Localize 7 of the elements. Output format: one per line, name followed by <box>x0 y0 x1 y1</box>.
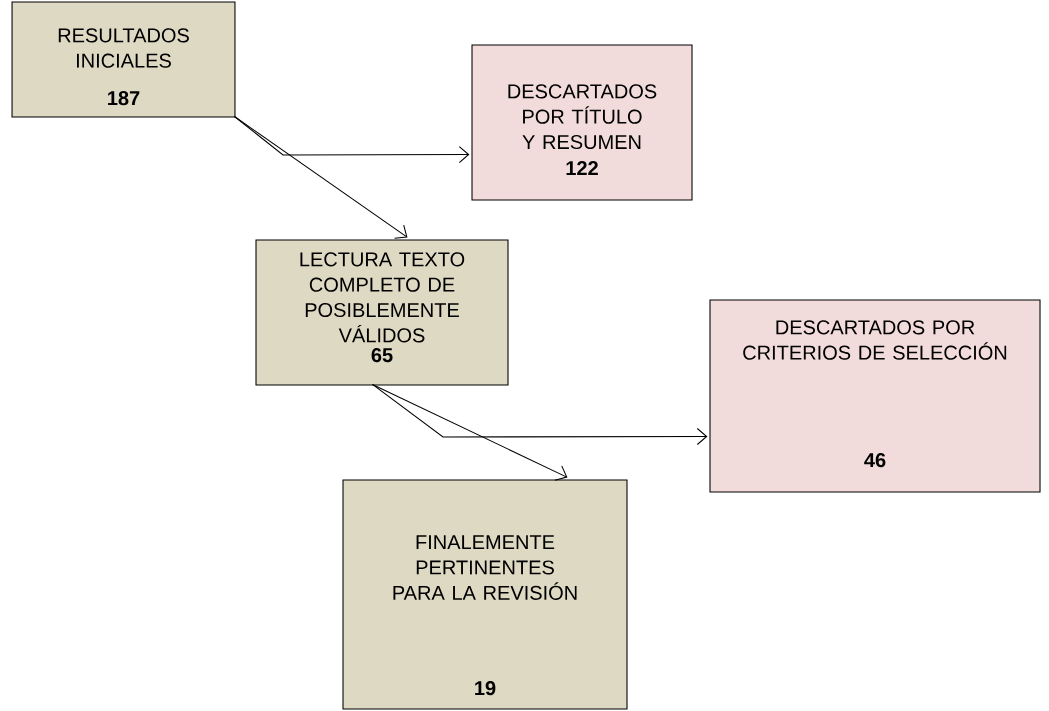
process-box: LECTURA TEXTO COMPLETO DE POSIBLEMENTE VÁLIDOS 65 <box>255 239 509 386</box>
arrow <box>371 383 708 446</box>
process-box: FINALEMENTE PERTINENTES PARA LA REVISIÓN 19 <box>342 479 628 710</box>
process-box: DESCARTADOS POR CRITERIOS DE SELECCIÓN 46 <box>709 299 1041 493</box>
arrow <box>233 115 470 164</box>
process-box: RESULTADOS INICIALES 187 <box>11 1 236 118</box>
process-box: DESCARTADOS POR TÍTULO Y RESUMEN 122 <box>471 44 693 201</box>
